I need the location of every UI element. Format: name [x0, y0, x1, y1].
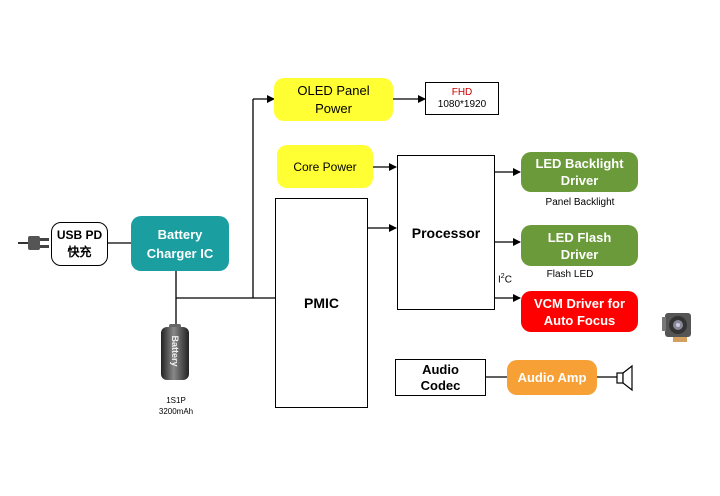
- power-plug-icon: [18, 236, 49, 250]
- pmic-block: PMIC: [275, 198, 368, 408]
- camera-module-icon: [662, 313, 691, 342]
- fhd-title: FHD: [451, 86, 473, 98]
- panel-backlight-label: Panel Backlight: [545, 197, 615, 208]
- audio-codec-block: Audio Codec: [395, 359, 486, 396]
- oled-panel-power-block: OLED Panel Power: [274, 78, 393, 121]
- usb-pd-block: USB PD 快充: [51, 222, 108, 266]
- led-flash-driver-block: LED Flash Driver: [521, 225, 638, 266]
- audio-amp-block: Audio Amp: [507, 360, 597, 395]
- battery-spec: 1S1P 3200mAh: [158, 396, 194, 416]
- flash-led-label: Flash LED: [546, 269, 594, 280]
- i2c-label: I2C: [498, 262, 512, 285]
- speaker-icon: [616, 364, 633, 392]
- i2c-tail: C: [504, 274, 512, 286]
- i2c-superscript: 2: [500, 273, 505, 280]
- battery-charger-ic-block: Battery Charger IC: [131, 216, 229, 271]
- fhd-panel-block: FHD 1080*1920: [425, 82, 499, 115]
- processor-block: Processor: [397, 155, 495, 310]
- vcm-driver-block: VCM Driver for Auto Focus: [521, 291, 638, 332]
- core-power-block: Core Power: [277, 145, 373, 188]
- battery-text: Battery: [170, 335, 180, 367]
- led-backlight-driver-block: LED Backlight Driver: [521, 152, 638, 192]
- i2c-base: I: [498, 274, 501, 286]
- battery-cell-icon: Battery: [161, 324, 189, 380]
- fhd-resolution: 1080*1920: [437, 98, 487, 110]
